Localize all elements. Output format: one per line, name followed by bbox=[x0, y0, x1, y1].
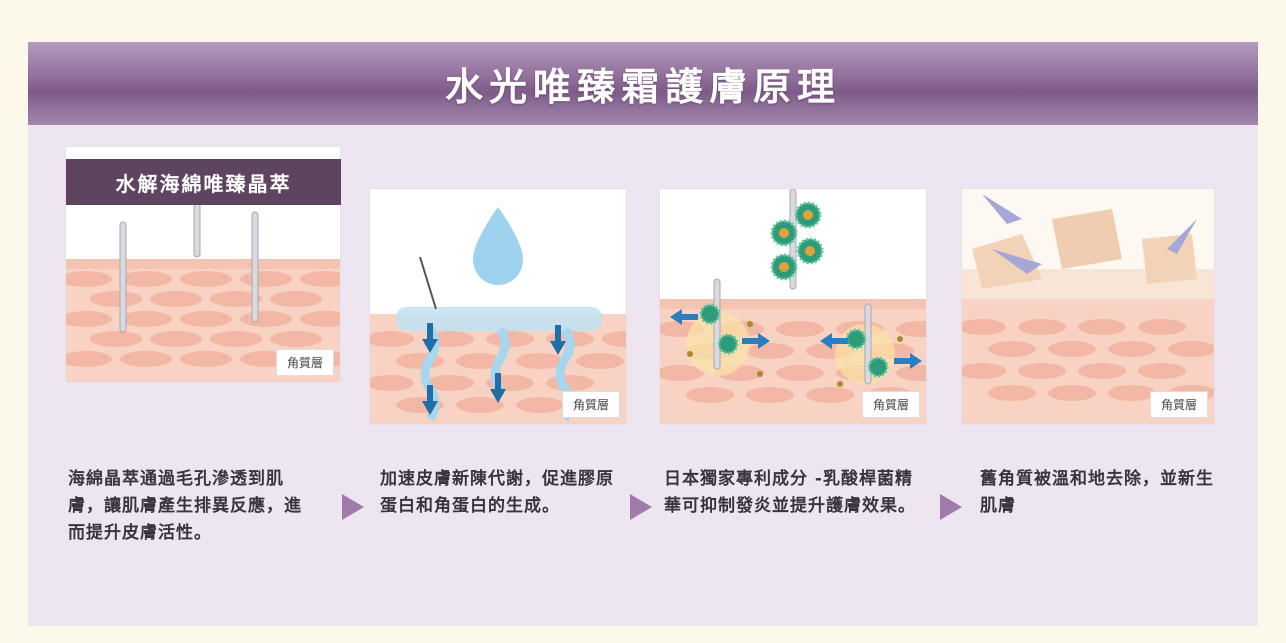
layer-label: 角質層 bbox=[1149, 391, 1208, 418]
next-arrow-icon bbox=[342, 494, 364, 520]
step-4-description: 舊角質被溫和地去除，並新生肌膚 bbox=[980, 469, 1214, 516]
layer-label: 角質層 bbox=[861, 391, 920, 418]
next-arrow-icon bbox=[630, 494, 652, 520]
ingredient-tag: 水解海綿唯臻晶萃 bbox=[66, 159, 341, 205]
step-2-description: 加速皮膚新陳代謝，促進膠原蛋白和角蛋白的生成。 bbox=[380, 469, 614, 516]
next-arrow-icon bbox=[940, 494, 962, 520]
step-4-illustration: 角質層 bbox=[962, 189, 1214, 424]
layer-label: 角質層 bbox=[275, 349, 334, 376]
layer-label: 角質層 bbox=[561, 391, 620, 418]
step-1-description: 海綿晶萃通過毛孔滲透到肌膚，讓肌膚產生排異反應，進而提升皮膚活性。 bbox=[68, 469, 302, 543]
title-banner: 水光唯臻霜護膚原理 bbox=[28, 42, 1258, 125]
step-3-illustration: 角質層 bbox=[660, 189, 926, 424]
step-2-illustration: 角質層 bbox=[370, 189, 626, 424]
step-3-description: 日本獨家專利成分 -乳酸桿菌精華可抑制發炎並提升護膚效果。 bbox=[664, 469, 916, 516]
page-title: 水光唯臻霜護膚原理 bbox=[444, 64, 841, 109]
